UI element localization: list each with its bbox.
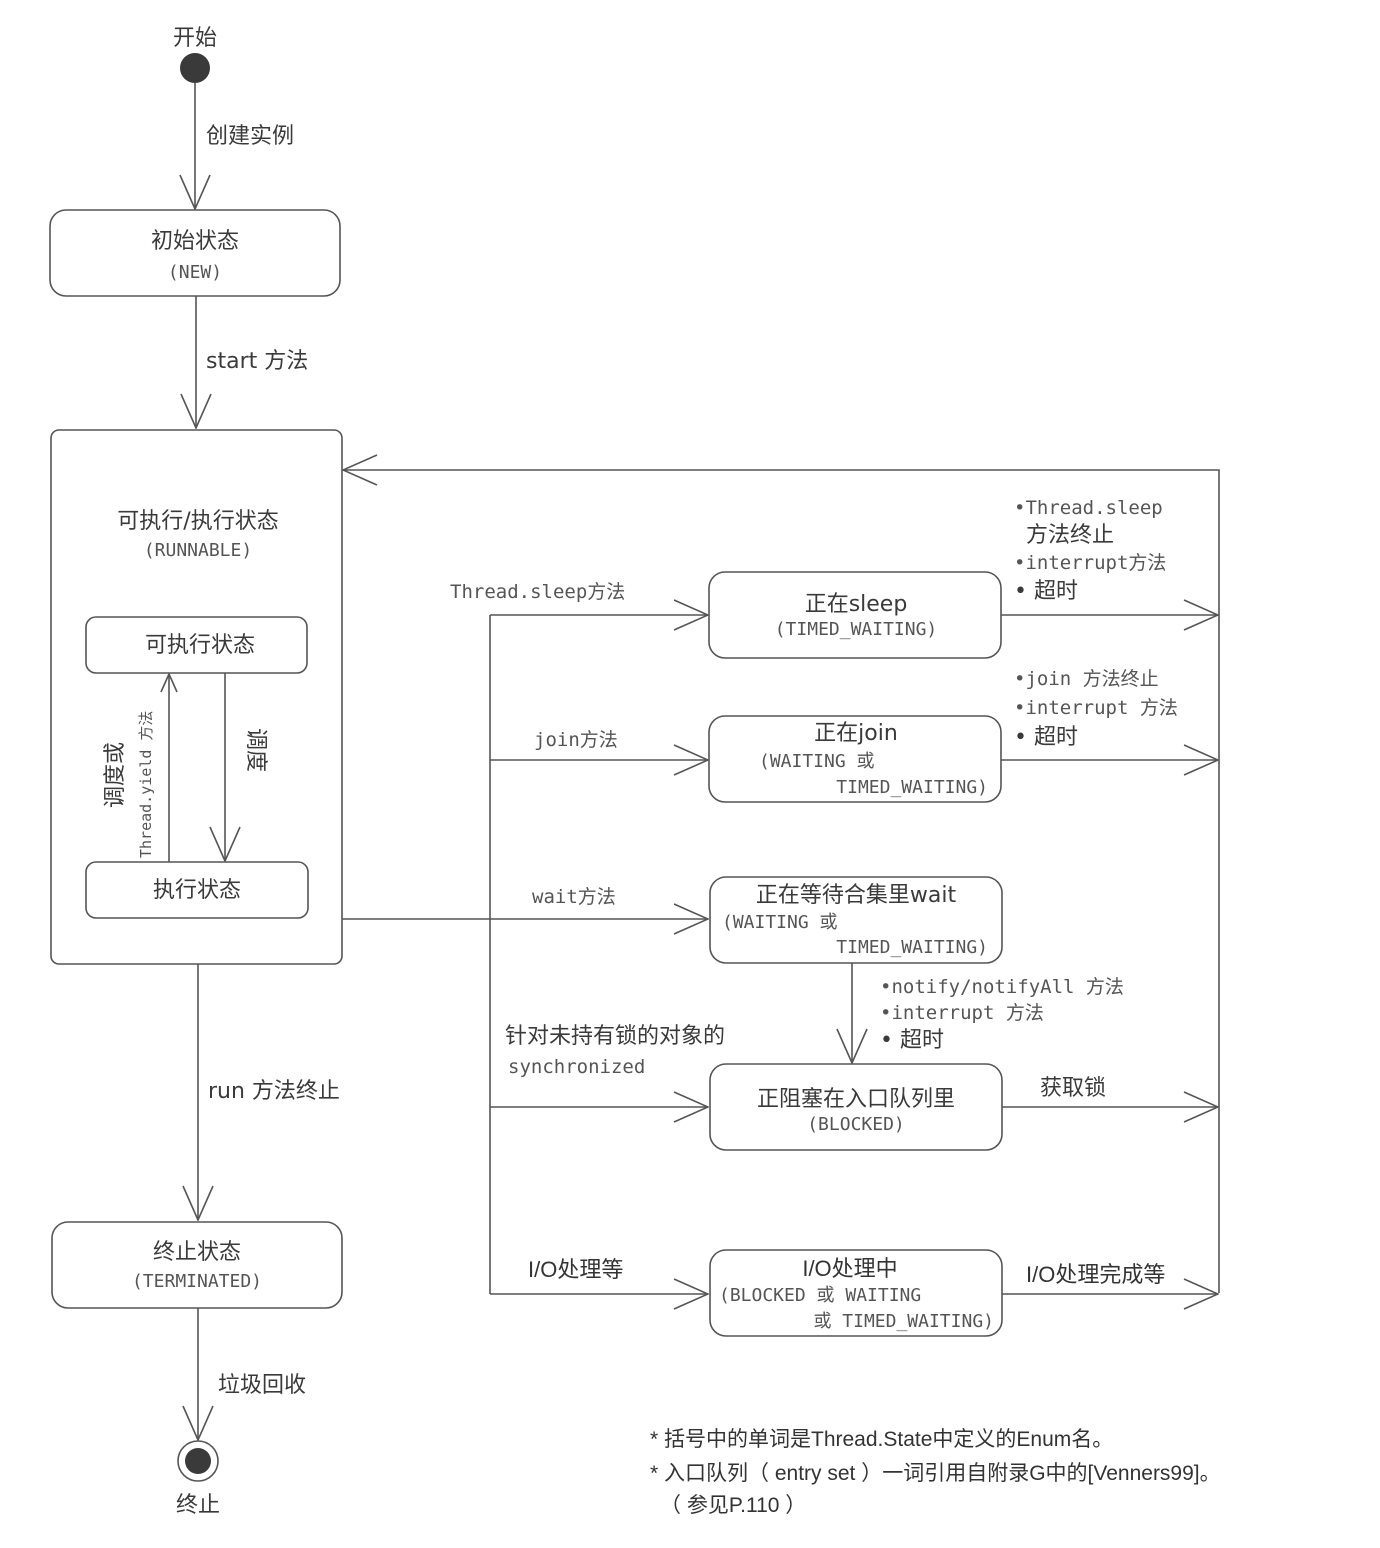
state-io-title: I/O处理中 (802, 1256, 897, 1281)
state-waiting-enum-2: TIMED_WAITING) (836, 937, 988, 958)
end-node (177, 1440, 219, 1482)
transition-schedule-or-yield-label-1: 调度或 (103, 742, 128, 808)
end-label: 终止 (176, 1493, 220, 1518)
state-joining-enum-2: TIMED_WAITING) (836, 777, 988, 798)
state-waiting-enum-1: (WAITING 或 (722, 912, 838, 933)
state-waiting-title: 正在等待合集里wait (756, 883, 957, 908)
wait-exit-1: •notify/notifyAll 方法 (880, 976, 1124, 998)
state-runnable-title: 可执行/执行状态 (117, 509, 278, 534)
transition-sync-label-1: 针对未持有锁的对象的 (505, 1024, 725, 1049)
transition-io-label: I/O处理等 (528, 1257, 623, 1282)
state-joining: 正在join (WAITING 或 TIMED_WAITING) (708, 715, 1002, 803)
join-exit-2: •interrupt 方法 (1014, 697, 1178, 719)
transition-join-label: join方法 (534, 729, 618, 751)
sleep-exit-3: •interrupt方法 (1014, 552, 1166, 574)
transition-create-label: 创建实例 (206, 124, 294, 149)
state-blocked: 正阻塞在入口队列里 (BLOCKED) (709, 1063, 1003, 1151)
join-exit-1: •join 方法终止 (1014, 668, 1159, 690)
transition-schedule-or-yield-label-2: Thread.yield 方法 (137, 711, 155, 858)
state-blocked-title: 正阻塞在入口队列里 (757, 1087, 955, 1112)
state-terminated: 终止状态 (TERMINATED) (51, 1221, 343, 1309)
state-sleeping-enum: (TIMED_WAITING) (775, 619, 938, 640)
transition-gc-label: 垃圾回收 (218, 1373, 306, 1398)
state-terminated-enum: (TERMINATED) (132, 1271, 262, 1292)
state-runnable-enum: (RUNNABLE) (144, 540, 252, 561)
footnote-2: * 入口队列（ entry set ）一词引用自附录G中的[Venners99]… (650, 1462, 1221, 1485)
substate-running-title: 执行状态 (153, 878, 241, 903)
transition-acquire-lock-label: 获取锁 (1040, 1076, 1106, 1101)
state-terminated-title: 终止状态 (153, 1240, 241, 1265)
state-joining-enum-1: (WAITING 或 (759, 751, 875, 772)
substate-ready-title: 可执行状态 (145, 633, 255, 658)
transition-schedule-label: 调度 (243, 728, 268, 772)
state-waiting: 正在等待合集里wait (WAITING 或 TIMED_WAITING) (709, 876, 1003, 964)
wait-exit-2: •interrupt 方法 (880, 1002, 1044, 1024)
state-io-enum-1: (BLOCKED 或 WAITING (719, 1285, 921, 1306)
state-joining-title: 正在join (814, 721, 898, 746)
transition-return-runnable (343, 470, 1220, 1293)
transition-run-end-label: run 方法终止 (208, 1079, 340, 1104)
state-new-title: 初始状态 (151, 229, 239, 254)
footnote-1: * 括号中的单词是Thread.State中定义的Enum名。 (650, 1428, 1113, 1451)
start-label: 开始 (173, 26, 217, 51)
state-sleeping-title: 正在sleep (805, 592, 908, 617)
state-io-enum-2: 或 TIMED_WAITING) (813, 1311, 994, 1332)
transition-sleep-label: Thread.sleep方法 (450, 581, 625, 603)
substate-running (85, 861, 309, 919)
footnote-3: （ 参见P.110 ） (660, 1494, 806, 1517)
transition-wait-label: wait方法 (532, 886, 616, 908)
join-exit-3: • 超时 (1014, 725, 1078, 750)
state-new: 初始状态 (NEW) (49, 209, 341, 297)
transition-start-label: start 方法 (206, 349, 308, 374)
state-runnable: 可执行/执行状态 (RUNNABLE) 可执行状态 执行状态 调度或 Threa… (50, 429, 343, 965)
state-new-enum: (NEW) (168, 262, 222, 283)
transition-sync-label-2: synchronized (508, 1056, 645, 1078)
substate-ready (85, 616, 308, 674)
state-io: I/O处理中 (BLOCKED 或 WAITING 或 TIMED_WAITIN… (709, 1249, 1003, 1337)
sleep-exit-1: •Thread.sleep (1014, 497, 1163, 519)
state-sleeping: 正在sleep (TIMED_WAITING) (708, 571, 1002, 659)
sleep-exit-2: 方法终止 (1026, 523, 1114, 548)
sleep-exit-4: • 超时 (1014, 579, 1078, 604)
start-node (180, 53, 210, 83)
state-blocked-enum: (BLOCKED) (807, 1114, 905, 1135)
transition-io-done-label: I/O处理完成等 (1026, 1262, 1165, 1287)
wait-exit-3: • 超时 (880, 1028, 944, 1053)
